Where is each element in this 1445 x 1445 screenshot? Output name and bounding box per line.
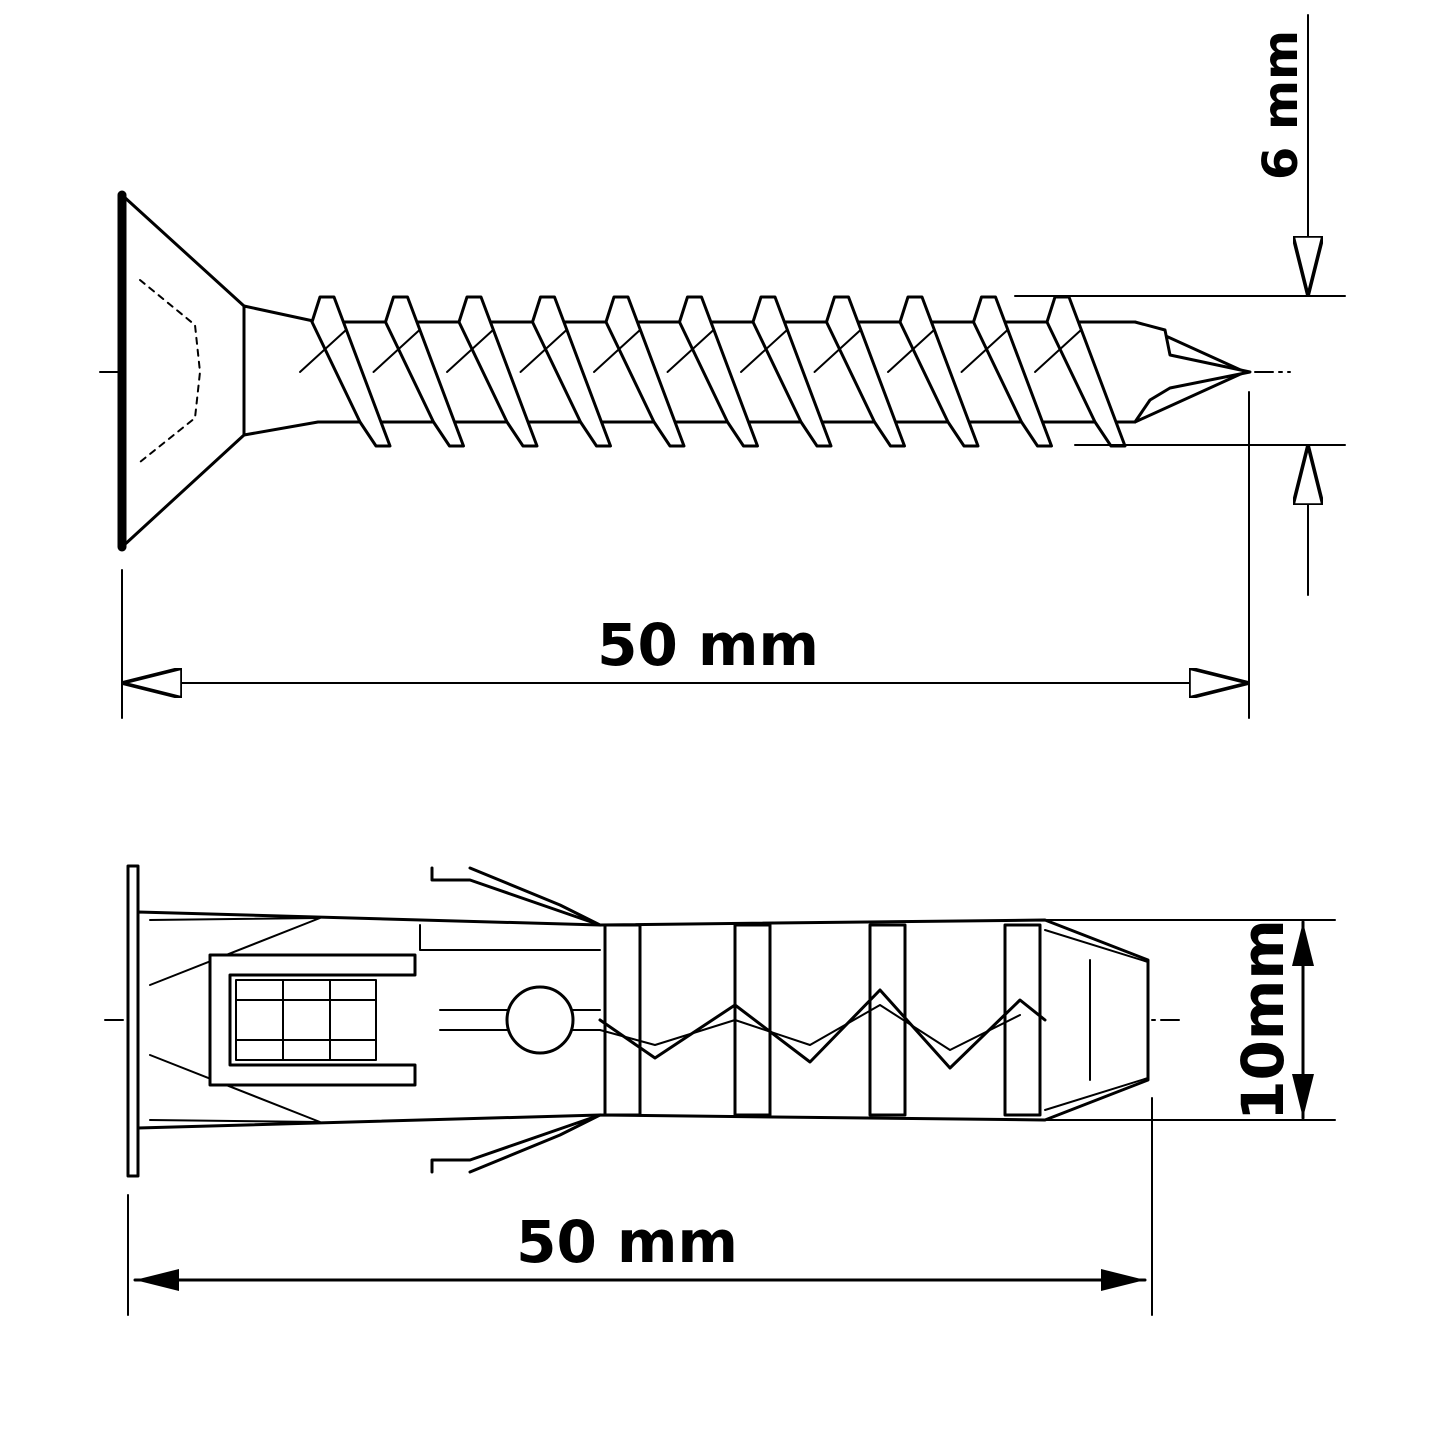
screw-threads <box>299 295 1127 448</box>
screw-thread-root <box>1034 329 1082 373</box>
screw-thread-root <box>666 329 715 373</box>
anchor-wing-top <box>430 866 602 927</box>
anchor-diameter-label: 10mm <box>1229 919 1297 1121</box>
screw-diameter-dimension: 6 mm <box>1014 14 1346 596</box>
screw-thread-root <box>887 329 935 373</box>
anchor-drawing <box>104 864 1186 1178</box>
anchor-length-dimension: 50 mm <box>127 1097 1153 1316</box>
anchor-nose <box>1044 929 1149 1111</box>
anchor-length-label: 50 mm <box>516 1208 738 1276</box>
screw-thread-crest <box>310 295 392 448</box>
anchor-band <box>1003 923 1042 1117</box>
screw-thread-root <box>813 329 862 373</box>
screw-tip <box>1133 320 1252 424</box>
screw-thread-crest <box>531 295 612 448</box>
screw-thread-root <box>740 329 788 373</box>
screw-drawing <box>99 190 1291 552</box>
screw-head <box>120 193 246 549</box>
screw-thread-root <box>446 329 494 373</box>
anchor-wing-bottom <box>430 1113 602 1174</box>
screw-length-dimension: 50 mm <box>121 391 1250 719</box>
screw-thread-root <box>519 329 568 373</box>
anchor-body <box>136 910 1150 1130</box>
screw-thread-crest <box>972 295 1053 448</box>
screw-thread-crest <box>604 295 686 448</box>
anchor-pin-circle <box>505 985 575 1055</box>
anchor-slot-frame <box>208 953 417 1087</box>
screw-thread-root <box>372 329 421 373</box>
screw-thread-crest <box>678 295 759 448</box>
anchor-diameter-dimension: 10mm <box>1044 919 1336 1121</box>
anchor-slot-grid <box>235 979 377 1061</box>
screw-head-recess <box>139 279 201 463</box>
anchor-zigzag-inner <box>599 1004 1021 1051</box>
screw-length-label: 50 mm <box>597 611 819 679</box>
screw-diameter-label: 6 mm <box>1253 30 1309 180</box>
screw-thread-crest <box>384 295 465 448</box>
anchor-inner-taper <box>149 917 321 1123</box>
screw-thread-root <box>960 329 1009 373</box>
anchor-band <box>603 923 642 1117</box>
screw-thread-crest <box>825 295 906 448</box>
screw-thread-root <box>593 329 641 373</box>
screw-thread-crest <box>457 295 539 448</box>
screw-thread-root <box>299 329 347 373</box>
screw-thread-crest <box>751 295 833 448</box>
screw-thread-crest <box>898 295 980 448</box>
